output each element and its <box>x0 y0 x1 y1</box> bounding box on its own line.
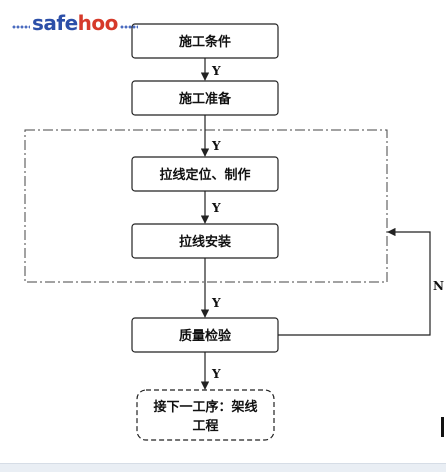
node-construction-preparation-label: 施工准备 <box>179 91 232 107</box>
footer-strip <box>0 463 446 472</box>
logo-wordmark: safehoo <box>32 11 118 35</box>
node-next-process-line2: 工程 <box>192 419 218 434</box>
node-guy-wire-installation-label: 拉线安装 <box>179 234 231 250</box>
logo-text-main: safe <box>32 11 78 35</box>
node-construction-conditions: 施工条件 <box>131 23 279 59</box>
logo-text-accent: hoo <box>77 11 119 35</box>
node-guy-wire-positioning-fabrication-label: 拉线定位、制作 <box>159 167 250 183</box>
arrow-inspection-feedback-loop <box>278 227 431 336</box>
node-construction-conditions-label: 施工条件 <box>179 34 231 50</box>
node-next-process-overhead-line: 接下一工序：架线 工程 <box>136 389 275 441</box>
edge-label-y-1: Y <box>211 64 221 78</box>
edge-label-y-5: Y <box>211 367 221 381</box>
node-quality-inspection-label: 质量检验 <box>179 328 232 344</box>
node-guy-wire-installation: 拉线安装 <box>131 223 279 259</box>
edge-label-n: N <box>433 279 444 293</box>
node-construction-preparation: 施工准备 <box>131 80 279 116</box>
node-quality-inspection: 质量检验 <box>131 317 279 353</box>
logo-dots-left <box>12 23 30 31</box>
edge-label-y-4: Y <box>211 296 221 310</box>
node-next-process-line1: 接下一工序：架线 <box>153 399 257 415</box>
edge-label-y-3: Y <box>211 201 221 215</box>
logo-dots-right <box>119 23 138 31</box>
corner-mark <box>441 417 444 437</box>
edge-label-y-2: Y <box>211 139 221 153</box>
site-logo: safehoo <box>12 10 138 36</box>
node-guy-wire-positioning-fabrication: 拉线定位、制作 <box>131 156 279 192</box>
loop-group-frame <box>24 129 388 283</box>
